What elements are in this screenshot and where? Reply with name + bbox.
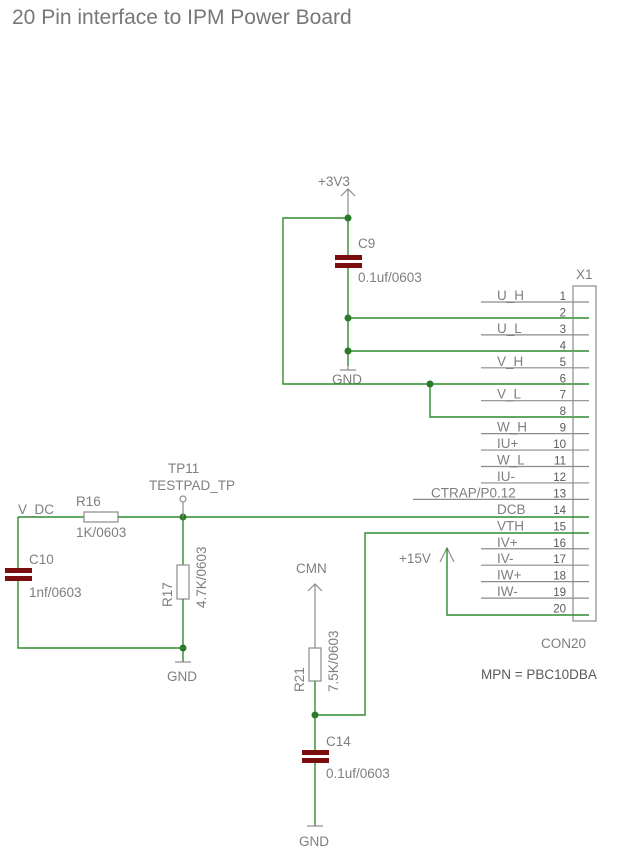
pin-17-label: IV- xyxy=(497,551,514,566)
page-title: 20 Pin interface to IPM Power Board xyxy=(12,6,352,29)
pin-3-number: 3 xyxy=(560,324,566,336)
pin-19-label: IW- xyxy=(497,584,518,599)
c10-ref: C10 xyxy=(29,552,54,567)
pin-2-number: 2 xyxy=(560,307,566,319)
label-cmn: CMN xyxy=(296,561,327,576)
wire-15v-pin20 xyxy=(446,548,589,616)
pin-18-label: IW+ xyxy=(497,568,521,583)
resistor-r17: R17 4.7K/0603 xyxy=(160,546,209,608)
c14-value: 0.1uf/0603 xyxy=(326,766,390,781)
c9-ref: C9 xyxy=(358,236,375,251)
wire-vth-pin15 xyxy=(315,532,589,716)
tp11-ref: TP11 xyxy=(168,461,199,476)
pin-4-number: 4 xyxy=(560,340,567,352)
power-symbol-cmn: CMN xyxy=(296,561,327,648)
pin-10-number: 10 xyxy=(553,439,566,451)
resistor-r21: R21 7.5K/0603 xyxy=(292,630,341,692)
pin-13-label: CTRAP/P0.12 xyxy=(431,485,516,500)
pin-11-number: 11 xyxy=(554,456,566,468)
pin-15-label: VTH xyxy=(497,518,524,533)
gnd-symbol-c9: GND xyxy=(332,366,362,387)
pin-5-number: 5 xyxy=(560,357,566,369)
pin-5-label: V_H xyxy=(497,354,523,369)
pin-17-number: 17 xyxy=(553,554,566,566)
pin-7-label: V_L xyxy=(497,387,522,402)
x1-mpn: MPN = PBC10DBA xyxy=(481,667,597,682)
r17-ref: R17 xyxy=(160,582,175,607)
pin-14-label: DCB xyxy=(497,502,526,517)
pin-12-label: IU- xyxy=(497,469,515,484)
pin-3-label: U_L xyxy=(497,321,522,336)
gnd-symbol-c14: GND xyxy=(299,825,329,849)
r16-value: 1K/0603 xyxy=(76,525,126,540)
pin-1-label: U_H xyxy=(497,288,524,303)
wire-c10-gnd xyxy=(17,581,183,649)
junction-c9-top xyxy=(344,214,352,222)
gnd-label-c14: GND xyxy=(299,834,329,849)
junction-pin6 xyxy=(426,380,434,388)
x1-ref: X1 xyxy=(576,267,593,282)
pin-10-label: IU+ xyxy=(497,436,519,451)
testpad-tp11: TP11 TESTPAD_TP xyxy=(149,461,235,517)
junction-gnd-pin4 xyxy=(344,347,352,355)
pin-20-number: 20 xyxy=(553,604,566,616)
label-15v: +15V xyxy=(399,551,431,566)
pin-8-number: 8 xyxy=(560,406,566,418)
capacitor-c14: C14 0.1uf/0603 xyxy=(302,734,390,781)
gnd-symbol-r17: GND xyxy=(167,661,197,684)
pin-9-label: W_H xyxy=(497,420,527,435)
net-label-vdc: V_DC xyxy=(18,502,54,517)
pin-12-number: 12 xyxy=(553,472,566,484)
pin-11-label: W_L xyxy=(497,453,525,468)
r16-ref: R16 xyxy=(76,494,101,509)
x1-value: CON20 xyxy=(541,636,586,651)
pin-13-number: 13 xyxy=(553,488,566,500)
r21-value: 7.5K/0603 xyxy=(326,630,341,692)
c10-value: 1nf/0603 xyxy=(29,585,82,600)
r17-value: 4.7K/0603 xyxy=(194,546,209,608)
pin-7-number: 7 xyxy=(560,390,566,402)
gnd-label-r17: GND xyxy=(167,669,197,684)
capacitor-c9: C9 0.1uf/0603 xyxy=(335,236,422,285)
power-symbol-3v3: +3V3 xyxy=(318,174,356,218)
pin-16-label: IV+ xyxy=(497,535,518,550)
wire-pin6-pin8 xyxy=(429,384,589,418)
pin-16-number: 16 xyxy=(553,538,566,550)
junction-gnd-pin2 xyxy=(344,314,352,322)
pin-14-number: 14 xyxy=(553,505,566,517)
wire-3v3-to-pin6 xyxy=(282,217,589,385)
pin-9-number: 9 xyxy=(560,423,566,435)
pin-15-number: 15 xyxy=(553,521,566,533)
capacitor-c10: C10 1nf/0603 xyxy=(5,552,82,600)
pin-19-number: 19 xyxy=(553,587,566,599)
gnd-label-c9: GND xyxy=(332,372,362,387)
power-symbol-15v: +15V xyxy=(399,546,455,566)
junction-vth xyxy=(311,711,319,719)
c9-value: 0.1uf/0603 xyxy=(358,270,422,285)
pin-6-number: 6 xyxy=(560,373,566,385)
label-3v3: +3V3 xyxy=(318,174,350,189)
pin-1-number: 1 xyxy=(560,291,566,303)
tp11-value: TESTPAD_TP xyxy=(149,478,235,493)
pin-18-number: 18 xyxy=(553,571,566,583)
r21-ref: R21 xyxy=(292,667,307,692)
c14-ref: C14 xyxy=(326,734,351,749)
